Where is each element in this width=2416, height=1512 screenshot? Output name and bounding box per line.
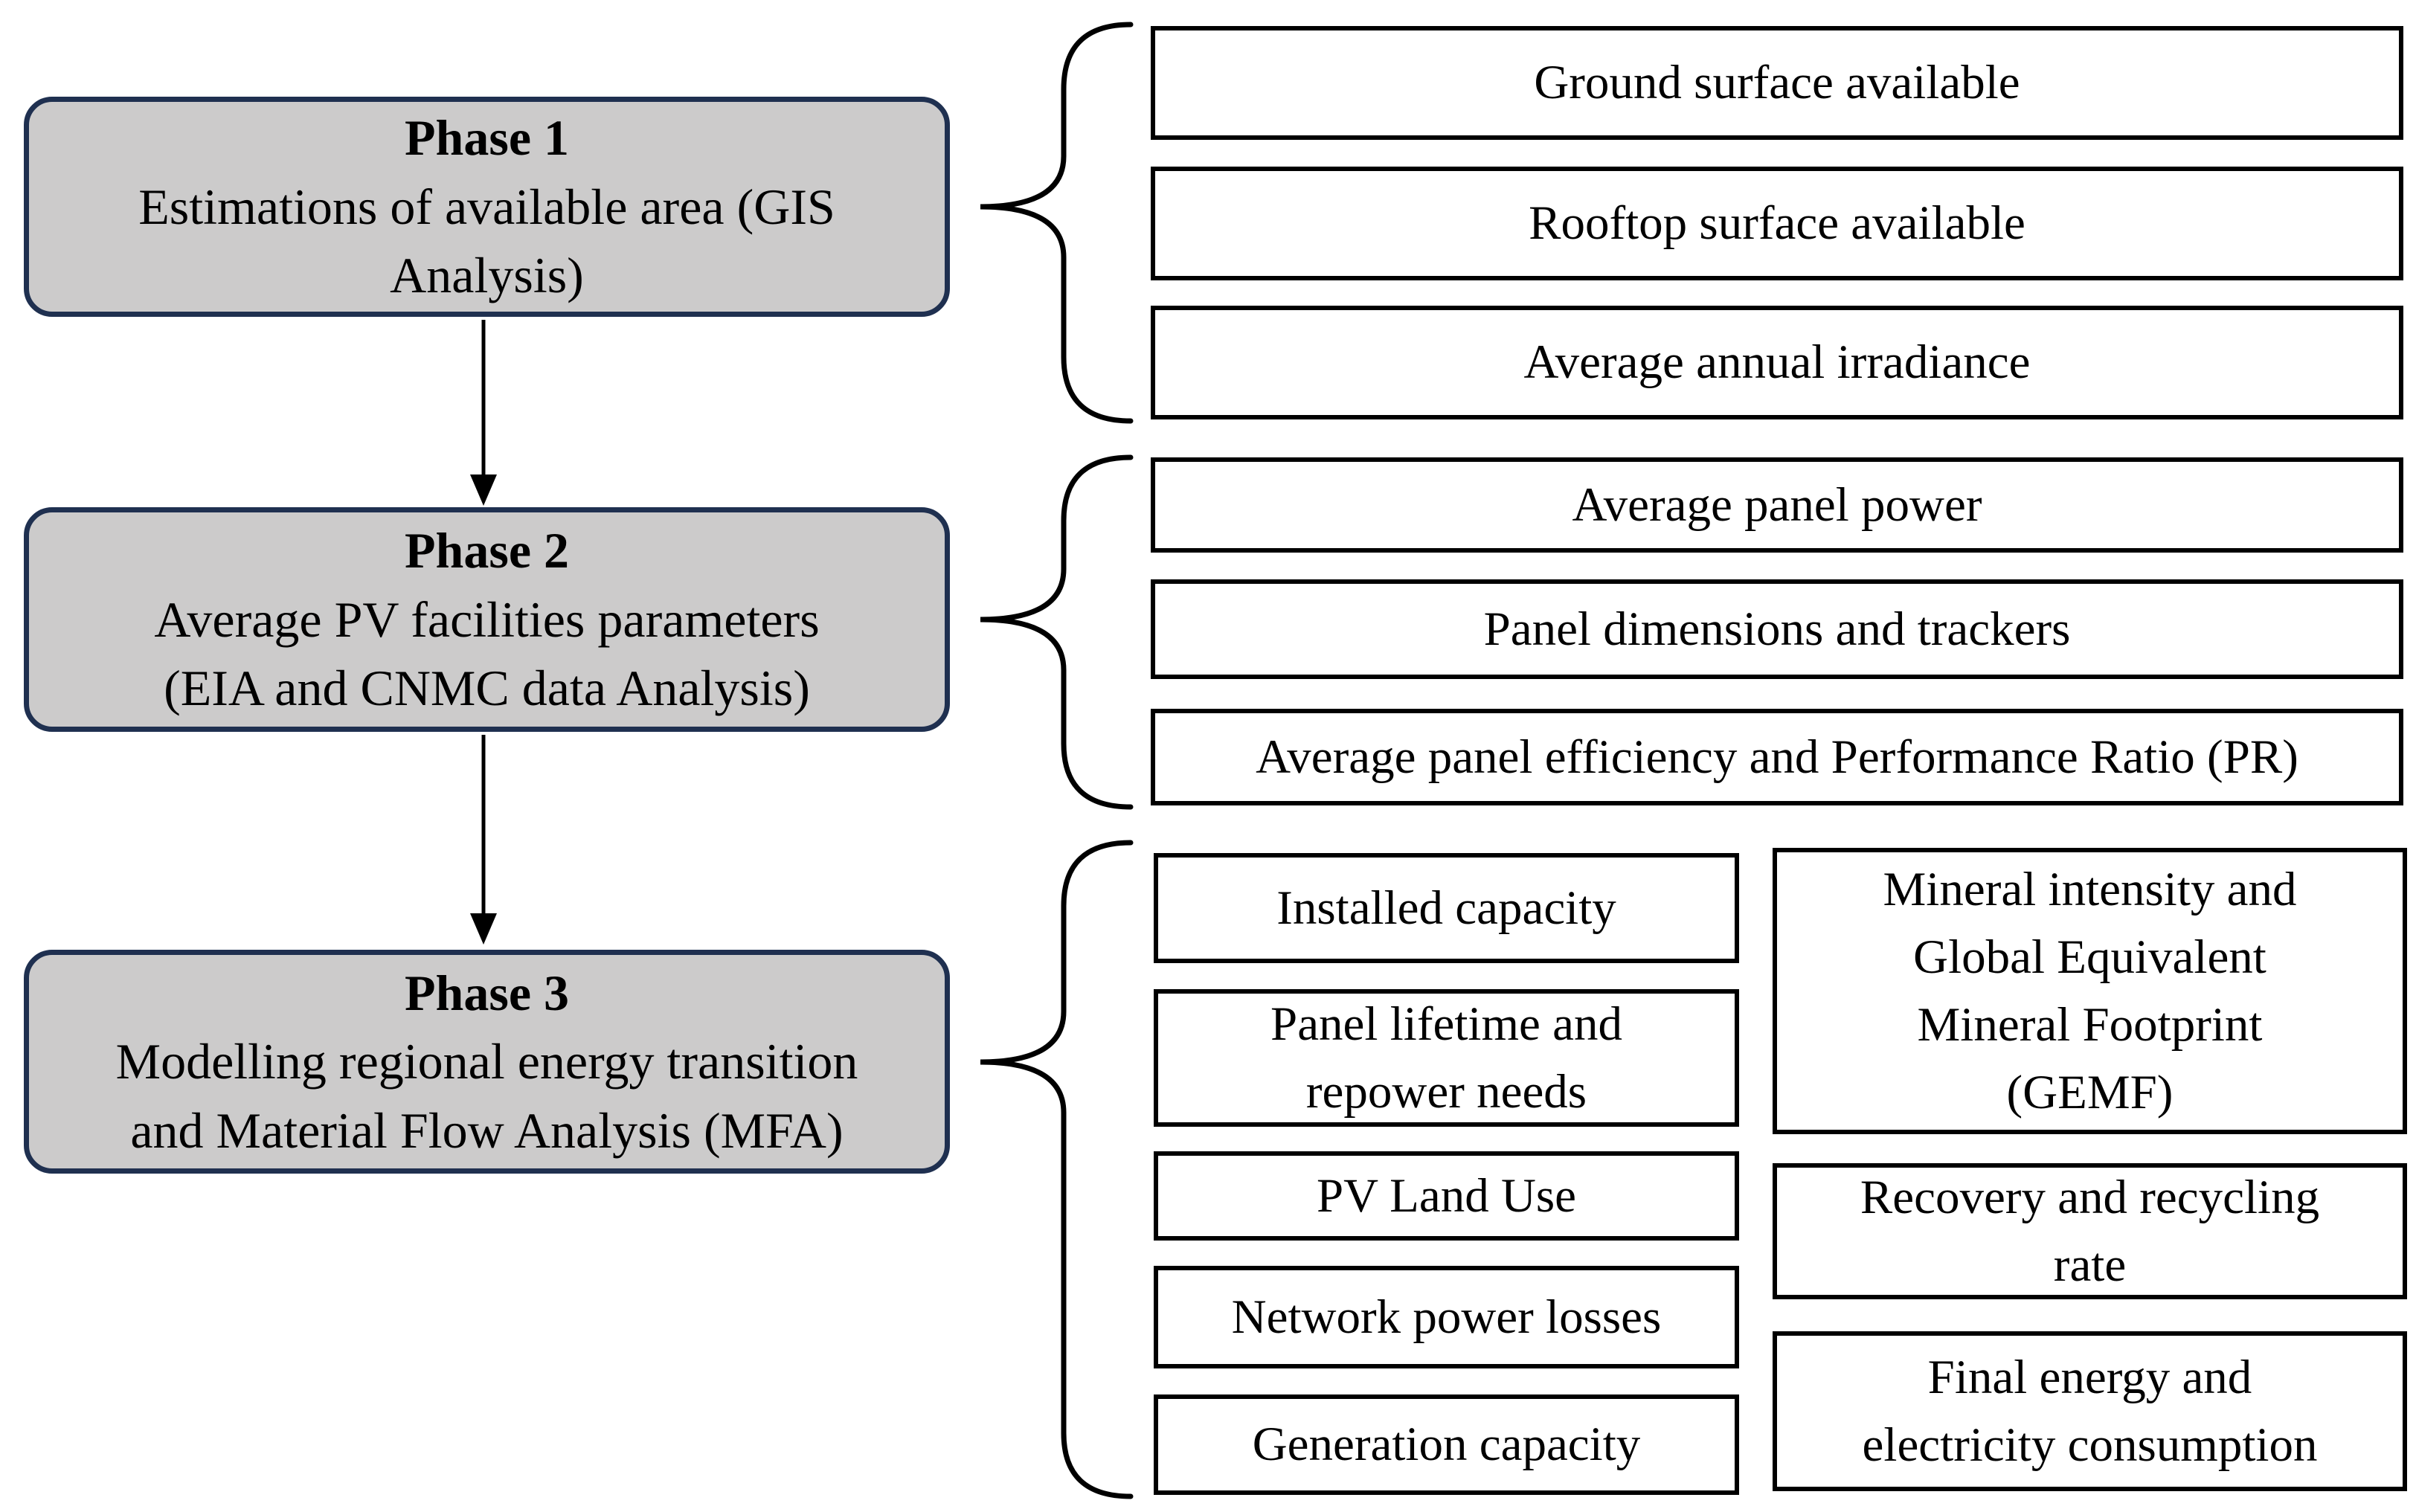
brace-phase-2: [980, 454, 1134, 810]
phase-2-box: Phase 2 Average PV facilities parameters…: [24, 507, 950, 732]
output-mineral-intensity-gemf: Mineral intensity and Global Equivalent …: [1773, 848, 2407, 1134]
output-average-annual-irradiance: Average annual irradiance: [1151, 306, 2403, 419]
output-ground-surface-available: Ground surface available: [1151, 26, 2403, 140]
phase-1-title: Phase 1: [405, 109, 569, 167]
output-final-energy-electricity: Final energy and electricity consumption: [1773, 1331, 2407, 1491]
arrow-head-phase1-to-phase2: [470, 474, 497, 506]
phase-2-title: Phase 2: [405, 522, 569, 579]
output-recovery-recycling-rate: Recovery and recycling rate: [1773, 1163, 2407, 1299]
output-rooftop-surface-available: Rooftop surface available: [1151, 167, 2403, 280]
output-generation-capacity: Generation capacity: [1154, 1394, 1739, 1495]
output-panel-efficiency-pr: Average panel efficiency and Performance…: [1151, 709, 2403, 805]
phase-3-subtitle: Modelling regional energy transition and…: [115, 1033, 858, 1159]
output-average-panel-power: Average panel power: [1151, 457, 2403, 553]
output-installed-capacity: Installed capacity: [1154, 853, 1739, 963]
phase-3-title: Phase 3: [405, 964, 569, 1021]
output-panel-lifetime-repower: Panel lifetime and repower needs: [1154, 989, 1739, 1127]
arrow-head-phase2-to-phase3: [470, 913, 497, 945]
brace-phase-1: [980, 22, 1134, 424]
phase-3-box: Phase 3 Modelling regional energy transi…: [24, 950, 950, 1174]
output-panel-dimensions-trackers: Panel dimensions and trackers: [1151, 579, 2403, 679]
output-pv-land-use: PV Land Use: [1154, 1151, 1739, 1241]
phase-1-subtitle: Estimations of available area (GIS Analy…: [138, 178, 835, 304]
phase-1-box: Phase 1 Estimations of available area (G…: [24, 97, 950, 317]
phase-2-subtitle: Average PV facilities parameters (EIA an…: [154, 591, 820, 717]
output-network-power-losses: Network power losses: [1154, 1266, 1739, 1368]
brace-phase-3: [980, 840, 1134, 1499]
